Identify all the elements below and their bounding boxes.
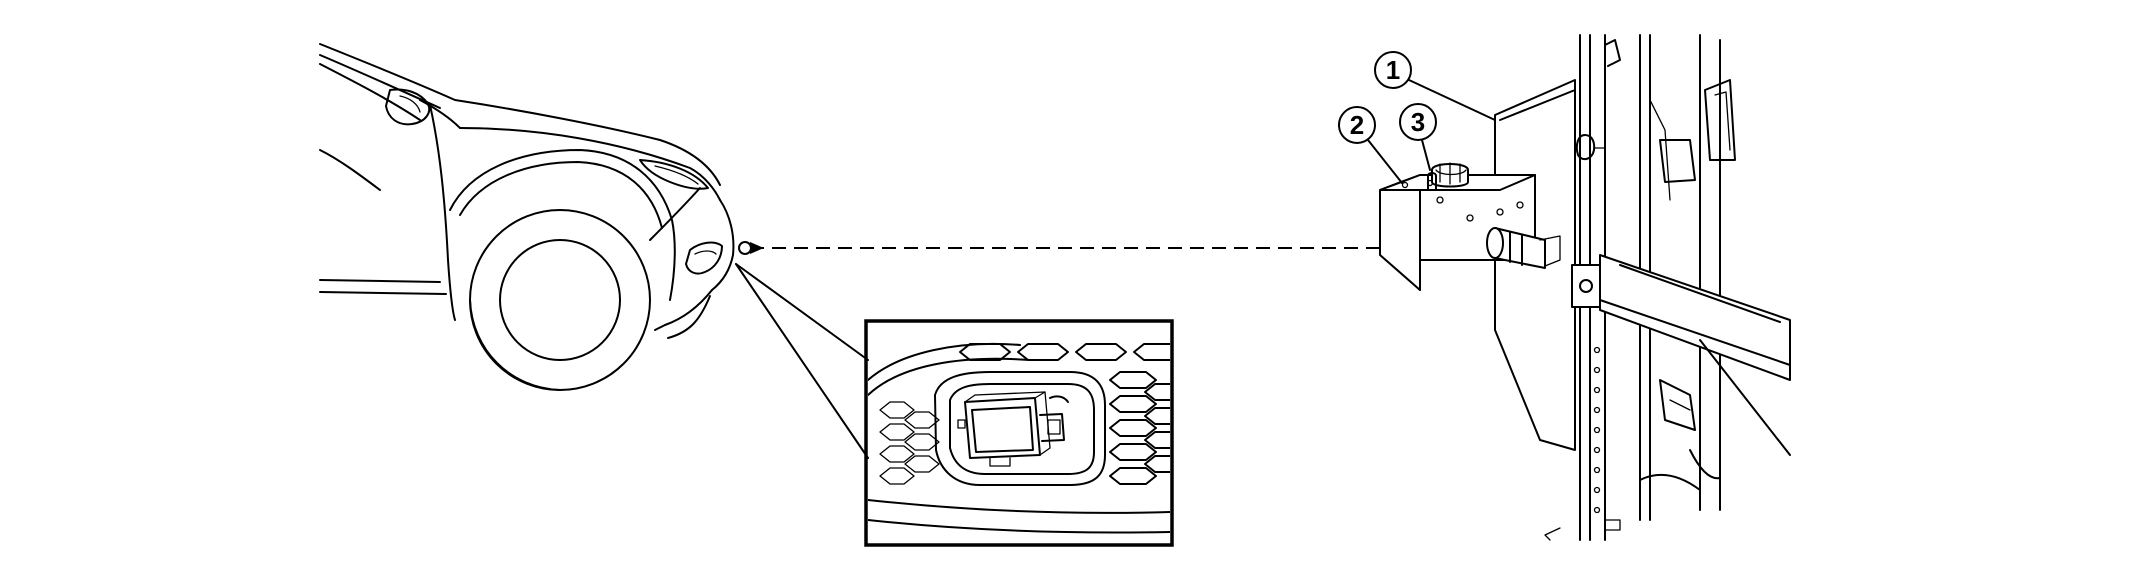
car-front-icon (319, 43, 735, 391)
radar-sensor-point (738, 241, 752, 255)
callout-3-label: 3 (1411, 107, 1425, 137)
callout-1-label: 1 (1386, 55, 1400, 85)
radar-sensor-detail-icon (735, 263, 1174, 547)
aiming-target-stand-icon: 1 2 3 (1338, 34, 1791, 541)
callout-1: 1 (1374, 51, 1496, 121)
callout-3: 3 (1399, 103, 1437, 171)
callout-2-label: 2 (1350, 110, 1364, 140)
callout-2: 2 (1338, 106, 1403, 184)
